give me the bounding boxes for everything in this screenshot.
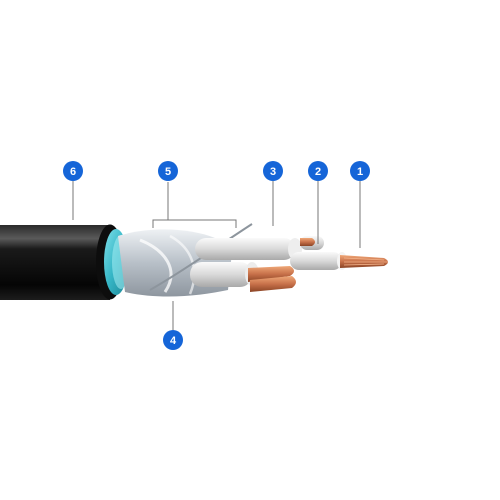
callout-6-label: 6 [70, 166, 76, 178]
callout-5: 5 [158, 161, 178, 181]
callout-3-label: 3 [270, 166, 276, 178]
callout-2: 2 [308, 161, 328, 181]
callout-4-label: 4 [170, 335, 177, 347]
drain-wire [149, 223, 253, 291]
callout-4: 4 [163, 330, 183, 350]
callout-1: 1 [350, 161, 370, 181]
bracket-5 [152, 182, 237, 228]
callout-2-label: 2 [315, 166, 321, 178]
leader-lines [72, 181, 361, 330]
callout-3: 3 [263, 161, 283, 181]
callout-1-label: 1 [357, 166, 363, 178]
callout-5-label: 5 [165, 166, 171, 178]
copper-conductors [248, 238, 388, 292]
callout-6: 6 [63, 161, 83, 181]
